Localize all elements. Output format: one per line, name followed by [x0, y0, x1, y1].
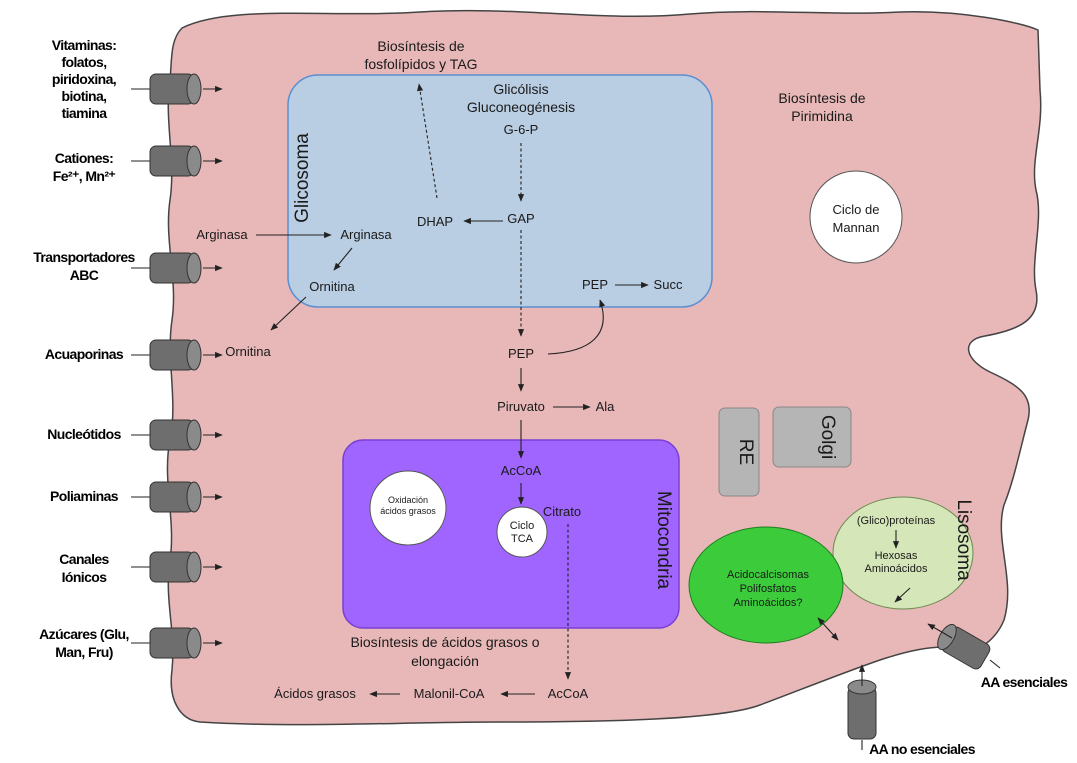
transporter-label: piridoxina, — [52, 71, 116, 87]
ornithine-outside-label: Ornitina — [225, 344, 271, 359]
phospholipid-biosynthesis-label-2: fosfolípidos y TAG — [364, 56, 477, 72]
acetyl-coa-mito-label: AcCoA — [501, 463, 542, 478]
transporter-label: Man, Fru) — [55, 644, 113, 660]
arginase-inside-label: Arginasa — [340, 227, 392, 242]
fatty-acid-oxidation-label-1: Oxidación — [388, 495, 428, 505]
pyrimidine-biosynthesis-label-1: Biosíntesis de — [778, 90, 865, 106]
glycosome-organelle — [287, 74, 713, 308]
phospholipid-biosynthesis-label-1: Biosíntesis de — [377, 38, 464, 54]
ornithine-inside-label: Ornitina — [309, 279, 355, 294]
er-label: RE — [735, 439, 756, 465]
transporter-label: Azúcares (Glu, — [39, 626, 129, 642]
non-essential-aa-transporter — [847, 679, 877, 740]
amino-acids-label: Aminoácidos — [865, 563, 928, 575]
acidocalcisome-organelle — [688, 526, 844, 644]
transporter-label: Poliaminas — [50, 488, 119, 504]
non-essential-aa-label: AA no esenciales — [869, 741, 976, 757]
mitochondrion-label: Mitocondria — [653, 491, 674, 590]
acidocalcisome-label-2: Polifosfatos — [740, 583, 797, 595]
gluconeogenesis-label: Gluconeogénesis — [467, 99, 575, 115]
tca-cycle-label-2: TCA — [511, 533, 534, 545]
fatty-acids-label: Ácidos grasos — [274, 686, 356, 701]
pep-glycosome-label: PEP — [582, 277, 608, 292]
golgi-label: Golgi — [817, 415, 838, 459]
mannan-cycle-label-2: Mannan — [833, 220, 880, 235]
citrate-label: Citrato — [543, 504, 581, 519]
g6p-label: G-6-P — [504, 122, 539, 137]
mannan-cycle-organelle — [809, 170, 903, 264]
transporter-label: Fe²⁺, Mn²⁺ — [53, 168, 116, 184]
glycoproteins-label: (Glico)proteínas — [857, 515, 936, 527]
golgi-organelle — [772, 406, 852, 468]
transporter-label: Cationes: — [55, 150, 113, 166]
transporter-label: ABC — [70, 267, 99, 283]
transporter-label: tiamina — [62, 105, 108, 121]
acidocalcisome-label-1: Acidocalcisomas — [727, 569, 809, 581]
pep-cytosol-label: PEP — [508, 346, 534, 361]
lysosome-label: Lisosoma — [953, 499, 974, 581]
er-organelle — [718, 407, 760, 497]
transporter-label: folatos, — [62, 54, 107, 70]
malonyl-coa-label: Malonil-CoA — [414, 686, 485, 701]
glycolysis-label: Glicólisis — [493, 81, 548, 97]
transporter-label: biotina, — [62, 88, 107, 104]
arginase-outside-label: Arginasa — [196, 227, 248, 242]
transporter-label: Iónicos — [62, 569, 108, 585]
gap-label: GAP — [507, 211, 534, 226]
acetyl-coa-cytosol-label: AcCoA — [548, 686, 589, 701]
transporter-label: Acuaporinas — [45, 346, 124, 362]
transporter-label: Transportadores — [33, 249, 135, 265]
glycosome-label: Glicosoma — [292, 133, 313, 223]
fatty-acid-biosynthesis-label-1: Biosíntesis de ácidos grasos o — [350, 634, 539, 650]
tca-cycle-organelle — [496, 506, 548, 558]
transporter-label: Canales — [59, 551, 109, 567]
dhap-label: DHAP — [417, 214, 453, 229]
alanine-label: Ala — [596, 399, 616, 414]
acidocalcisome-label-3: Aminoácidos? — [733, 597, 802, 609]
essential-aa-transporter — [937, 623, 991, 670]
transporter-label: Nucleótidos — [47, 426, 121, 442]
tca-cycle-label-1: Ciclo — [510, 520, 534, 532]
lysosome-organelle — [832, 496, 974, 610]
membrane-transporters: Vitaminas:folatos,piridoxina,biotina,tia… — [33, 37, 223, 660]
essential-aa-label: AA esenciales — [981, 674, 1068, 690]
transporter-label: Vitaminas: — [52, 37, 117, 53]
pyrimidine-biosynthesis-label-2: Pirimidina — [791, 108, 853, 124]
succinate-label: Succ — [654, 277, 683, 292]
fatty-acid-oxidation-label-2: ácidos grasos — [380, 506, 436, 516]
mannan-cycle-label-1: Ciclo de — [833, 202, 880, 217]
fatty-acid-oxidation-organelle — [369, 470, 447, 546]
fatty-acid-biosynthesis-label-2: elongación — [411, 653, 479, 669]
hexoses-label: Hexosas — [875, 550, 918, 562]
pyruvate-label: Piruvato — [497, 399, 545, 414]
